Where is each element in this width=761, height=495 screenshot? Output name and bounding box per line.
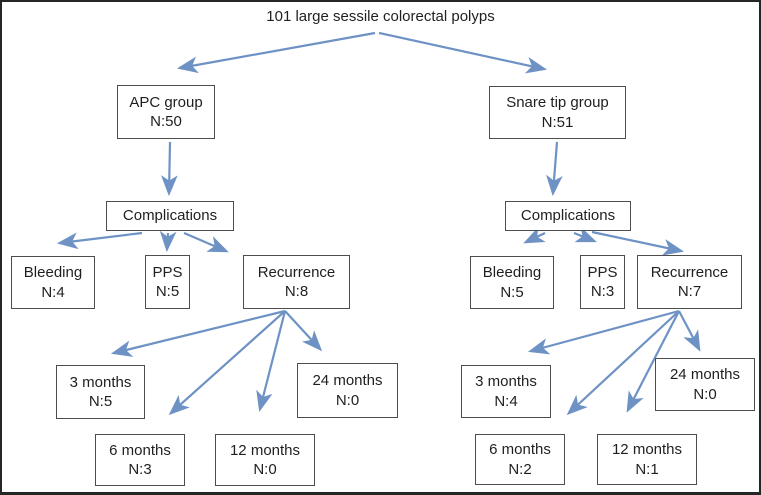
node-label: 6 months bbox=[109, 441, 171, 459]
edge-complR-recurrence bbox=[591, 230, 685, 256]
edge-recR-6months bbox=[566, 310, 680, 416]
node-count: N:5 bbox=[88, 393, 113, 410]
node-complications-right: Complications bbox=[505, 201, 631, 231]
node-snare-tip-group: Snare tip group N:51 bbox=[489, 86, 626, 139]
edge-recR-12months bbox=[626, 310, 680, 413]
edge-recR-3months bbox=[527, 309, 680, 355]
node-6months-right: 6 months N:2 bbox=[475, 434, 565, 485]
edge-complL-bleeding bbox=[56, 231, 143, 250]
node-count: N:5 bbox=[155, 283, 180, 300]
node-count: N:3 bbox=[128, 461, 152, 478]
edge-recL-12months bbox=[256, 310, 287, 413]
node-pps-left: PPS N:5 bbox=[145, 255, 190, 309]
node-24months-right: 24 months N:0 bbox=[655, 358, 755, 411]
node-bleeding-left: Bleeding N:4 bbox=[11, 256, 95, 309]
node-3months-left: 3 months N:5 bbox=[56, 365, 145, 419]
node-label: Complications bbox=[520, 207, 616, 225]
node-recurrence-right: Recurrence N:7 bbox=[637, 255, 742, 309]
edge-recL-24months bbox=[284, 310, 323, 352]
edge-snare-complications bbox=[546, 141, 563, 197]
node-label: Complications bbox=[122, 207, 218, 225]
node-count: N:0 bbox=[693, 385, 717, 403]
node-label: Recurrence bbox=[257, 263, 336, 281]
node-complications-left: Complications bbox=[106, 201, 234, 231]
node-bleeding-right: Bleeding N:5 bbox=[470, 256, 554, 309]
node-label: Bleeding bbox=[482, 264, 542, 281]
edge-complR-pps bbox=[573, 226, 597, 243]
node-count: N:4 bbox=[41, 283, 65, 301]
node-label: PPS bbox=[587, 263, 618, 281]
edge-recL-3months bbox=[110, 309, 286, 357]
node-24months-left: 24 months N:0 bbox=[297, 363, 398, 418]
node-6months-left: 6 months N:3 bbox=[95, 434, 185, 486]
edge-complL-recurrence bbox=[183, 231, 229, 253]
node-label: 12 months bbox=[229, 441, 301, 459]
edge-complR-bleeding bbox=[523, 226, 546, 244]
node-label: 24 months bbox=[312, 372, 383, 389]
node-12months-left: 12 months N:0 bbox=[215, 434, 315, 486]
node-count: N:3 bbox=[590, 283, 615, 300]
node-count: N:0 bbox=[253, 461, 277, 478]
node-count: N:50 bbox=[150, 113, 182, 130]
node-label: 6 months bbox=[489, 441, 551, 458]
node-label: Bleeding bbox=[23, 264, 83, 281]
node-label: APC group bbox=[129, 93, 203, 111]
node-apc-group: APC group N:50 bbox=[117, 85, 215, 139]
node-count: N:7 bbox=[677, 283, 702, 300]
root-label: 101 large sessile colorectal polyps bbox=[266, 8, 495, 25]
node-label: PPS bbox=[152, 263, 183, 281]
node-label: 12 months bbox=[611, 441, 683, 458]
node-recurrence-left: Recurrence N:8 bbox=[243, 255, 350, 309]
node-12months-right: 12 months N:1 bbox=[597, 434, 697, 485]
node-count: N:8 bbox=[284, 283, 309, 300]
edge-recR-24months bbox=[678, 310, 701, 352]
edge-apc-complications bbox=[160, 141, 178, 197]
node-count: N:1 bbox=[635, 460, 659, 478]
node-count: N:0 bbox=[335, 391, 360, 409]
edge-recL-6months bbox=[168, 310, 286, 416]
node-label: 24 months bbox=[669, 366, 741, 383]
node-pps-right: PPS N:3 bbox=[580, 255, 625, 309]
node-3months-right: 3 months N:4 bbox=[461, 365, 551, 418]
node-label: 3 months bbox=[475, 373, 537, 390]
edge-complL-pps bbox=[159, 230, 177, 253]
node-label: 3 months bbox=[69, 373, 132, 391]
node-count: N:5 bbox=[500, 283, 524, 301]
node-label: Snare tip group bbox=[506, 94, 609, 111]
edge-root-apc bbox=[176, 31, 376, 74]
edge-root-snare bbox=[378, 31, 548, 74]
node-count: N:4 bbox=[494, 392, 518, 410]
node-count: N:51 bbox=[541, 113, 574, 131]
node-label: Recurrence bbox=[650, 263, 729, 281]
node-count: N:2 bbox=[508, 460, 532, 478]
